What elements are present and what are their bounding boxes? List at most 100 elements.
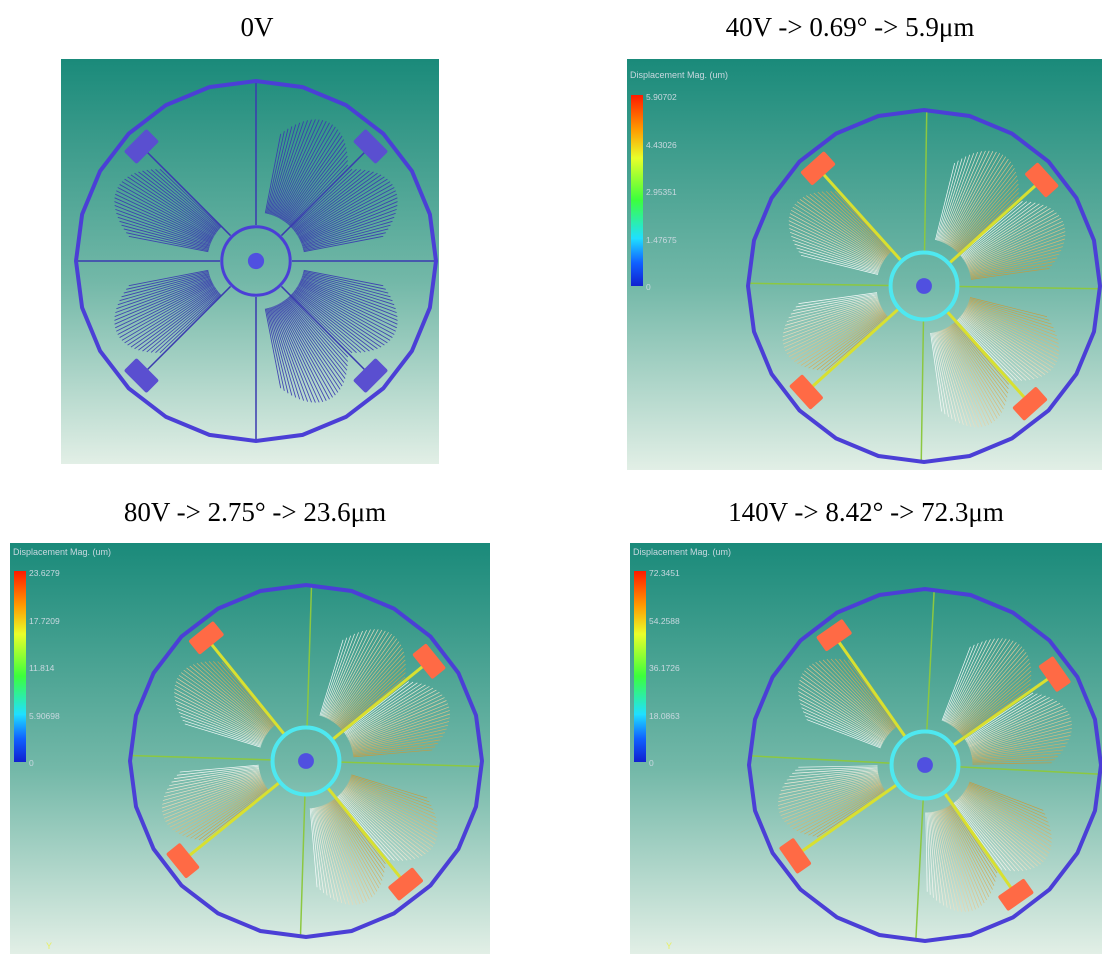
comb-finger (279, 124, 333, 219)
comb-finger (935, 162, 955, 240)
anchor-pad (353, 358, 388, 393)
comb-finger (352, 732, 445, 752)
legend-tick: 0 (649, 758, 654, 768)
comb-finger (162, 774, 261, 805)
comb-finger (314, 807, 332, 898)
comb-finger (972, 749, 1064, 761)
comb-finger (353, 743, 438, 756)
comb-finger (798, 765, 878, 768)
comb-finger (953, 322, 1009, 390)
comb-finger (948, 154, 1004, 246)
comb-finger (114, 279, 212, 321)
comb-finger (965, 308, 1059, 359)
comb-finger (957, 798, 1028, 871)
comb-finger (295, 288, 382, 348)
comb-finger (142, 170, 219, 232)
comb-finger (960, 795, 1041, 865)
comb-finger (296, 176, 385, 235)
comb-finger (114, 197, 212, 242)
comb-finger (290, 294, 353, 354)
comb-finger (178, 675, 267, 735)
comb-finger (786, 769, 878, 781)
comb-finger (962, 312, 1049, 373)
comb-finger (947, 326, 1000, 416)
comb-finger (941, 809, 979, 908)
comb-finger (802, 197, 886, 259)
legend-tick: 18.0863 (649, 711, 680, 721)
comb-finger (951, 324, 1007, 402)
comb-finger (942, 329, 986, 427)
comb-finger (780, 780, 881, 816)
comb-finger (960, 796, 1038, 867)
comb-finger (949, 325, 1004, 410)
comb-finger (969, 781, 1044, 811)
comb-finger (150, 292, 220, 353)
legend-colorbar (634, 571, 646, 762)
legend-tick: 17.7209 (29, 616, 60, 626)
comb-finger (796, 786, 883, 832)
comb-finger (117, 275, 210, 306)
comb-finger (971, 742, 1068, 759)
comb-finger (319, 806, 350, 905)
legend-tick: 23.6279 (29, 568, 60, 578)
anchor-pad (1025, 162, 1059, 198)
comb-finger (346, 784, 438, 838)
comb-finger (789, 228, 881, 268)
comb-finger (956, 800, 1020, 872)
comb-finger (966, 217, 1062, 266)
comb-finger (274, 119, 316, 217)
comb-finger (945, 151, 994, 244)
comb-finger (954, 646, 1023, 729)
comb-finger (299, 281, 397, 329)
comb-finger (333, 799, 386, 869)
comb-finger (960, 316, 1035, 380)
comb-finger (352, 728, 447, 751)
comb-finger (817, 191, 889, 255)
comb-electrodes (114, 119, 398, 403)
legend-tick: 1.47675 (646, 235, 677, 245)
comb-finger (972, 746, 1066, 760)
comb-finger (348, 782, 438, 830)
comb-finger (804, 312, 885, 368)
comb-finger (268, 126, 293, 215)
comb-finger (933, 332, 953, 420)
anchor-pad (800, 151, 836, 185)
spoke-line (960, 766, 1101, 775)
comb-finger (350, 776, 432, 806)
comb-finger (791, 308, 883, 360)
comb-finger (946, 327, 998, 419)
comb-finger (970, 720, 1072, 752)
comb-finger (350, 777, 434, 810)
comb-finger (150, 169, 220, 230)
comb-finger (298, 284, 393, 338)
comb-finger (283, 300, 343, 387)
comb-finger (968, 231, 1066, 270)
comb-finger (126, 232, 209, 252)
comb-finger (798, 695, 884, 743)
comb-finger (942, 808, 982, 906)
comb-finger (968, 703, 1061, 746)
comb-finger (297, 286, 388, 344)
comb-finger (967, 304, 1059, 344)
comb-finger (213, 661, 274, 727)
comb-finger (283, 135, 343, 222)
comb-finger (330, 630, 386, 721)
caption-140v: 140V -> 8.42° -> 72.3μm (728, 497, 1004, 527)
comb-finger (963, 204, 1044, 260)
comb-finger (167, 780, 263, 825)
comb-finger (351, 717, 450, 748)
comb-finger (208, 661, 274, 728)
comb-finger (324, 630, 363, 718)
comb-finger (327, 629, 375, 719)
comb-finger (293, 170, 370, 232)
comb-finger (344, 682, 418, 734)
comb-finger (298, 184, 393, 238)
comb-finger (790, 209, 883, 263)
comb-finger (269, 307, 297, 398)
comb-finger (962, 793, 1048, 857)
comb-finger (940, 330, 979, 428)
comb-finger (162, 776, 262, 812)
comb-finger (825, 191, 891, 254)
comb-finger (964, 310, 1056, 366)
hub (298, 753, 314, 769)
